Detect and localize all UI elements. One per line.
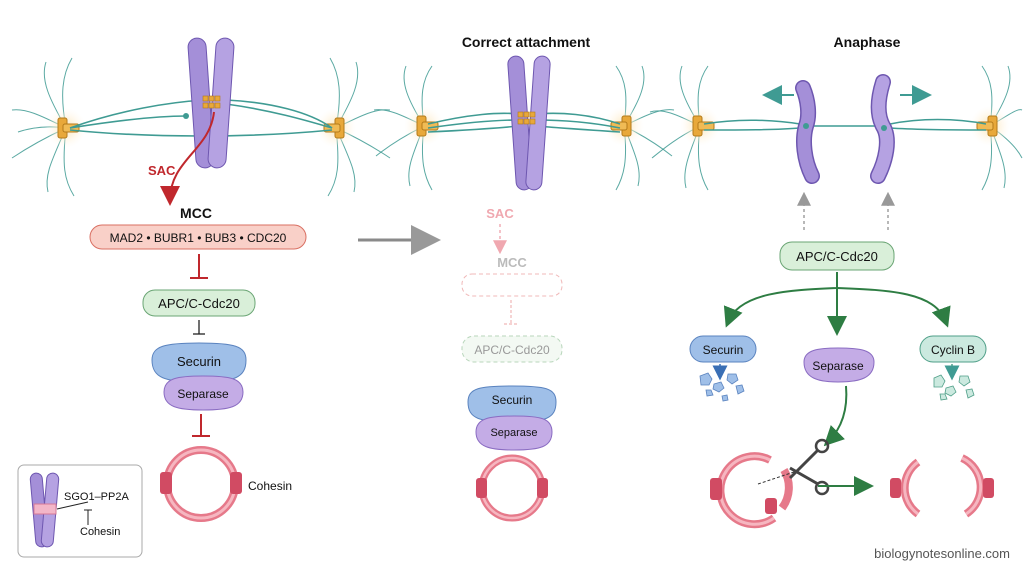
sac-label: SAC <box>148 163 176 178</box>
right-apc-box <box>779 241 895 271</box>
mcc-title: MCC <box>180 205 212 221</box>
securin-fragments <box>699 372 745 402</box>
middle-apc-label: APC/C-Cdc20 <box>474 343 550 357</box>
cyclinb-fragments <box>933 374 975 401</box>
apc-branch-arrows <box>723 272 951 336</box>
right-securin-box <box>689 335 757 363</box>
right-separase-label: Separase <box>812 359 864 373</box>
inset-cohesin-label: Cohesin <box>80 526 120 538</box>
securin-label: Securin <box>177 354 221 369</box>
cohesin-ring-left <box>160 446 242 522</box>
middle-mcc-box <box>461 273 563 297</box>
inhibit-separase-cohesin <box>192 414 210 437</box>
inhibit-mcc-apc <box>190 254 208 279</box>
apc-label: APC/C-Cdc20 <box>158 296 240 311</box>
cyclinb-label: Cyclin B <box>931 343 975 357</box>
right-title: Anaphase <box>834 34 901 50</box>
watermark: biologynotesonline.com <box>874 546 1010 561</box>
cohesin-ring-open <box>890 454 994 518</box>
inset-box <box>17 464 143 558</box>
right-spindle <box>649 65 1023 191</box>
inset-sgo-label: SGO1–PP2A <box>64 491 129 503</box>
separase-shape <box>163 375 244 411</box>
apc-box <box>142 289 256 317</box>
right-separase-shape <box>803 347 875 383</box>
right-securin-label: Securin <box>703 343 744 357</box>
sac-arrow <box>160 111 215 206</box>
middle-sac-label: SAC <box>486 206 514 221</box>
right-apc-label: APC/C-Cdc20 <box>796 249 878 264</box>
middle-title: Correct attachment <box>462 34 591 50</box>
middle-inhibit <box>504 300 518 325</box>
cohesin-ring-cleaved <box>710 452 793 529</box>
middle-separase-label: Separase <box>490 427 537 439</box>
mcc-components: MAD2 • BUBR1 • BUB3 • CDC20 <box>110 231 287 245</box>
middle-separase-shape <box>475 415 553 451</box>
cohesin-label: Cohesin <box>248 479 292 493</box>
middle-spindle <box>373 55 675 191</box>
left-chromosome <box>187 37 235 169</box>
separase-label: Separase <box>177 387 229 401</box>
cohesin-ring-middle <box>476 454 548 522</box>
middle-apc-box <box>461 335 563 363</box>
separase-cleave-arrow <box>823 385 848 447</box>
middle-mcc-title: MCC <box>497 255 527 270</box>
middle-securin-label: Securin <box>492 393 533 407</box>
left-spindle <box>11 37 391 197</box>
inhibit-apc-securin <box>193 320 205 335</box>
mcc-box <box>89 224 307 250</box>
cyclinb-box <box>919 335 987 363</box>
scissors-icon <box>757 438 830 496</box>
